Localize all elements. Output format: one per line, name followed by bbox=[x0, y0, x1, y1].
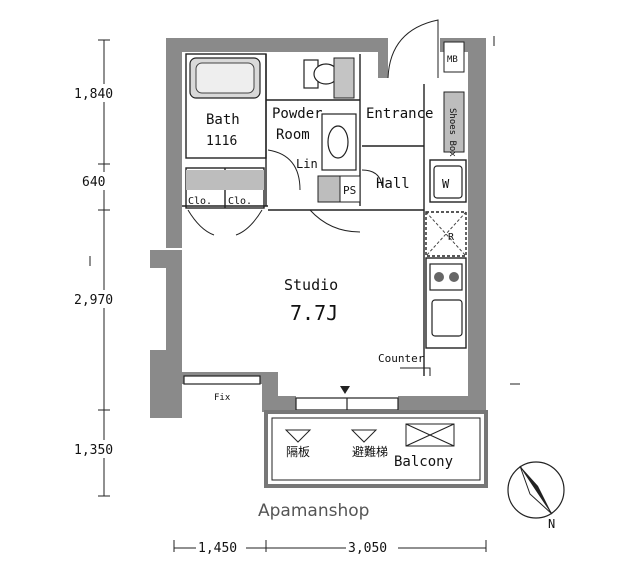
label-powder-room: Room bbox=[276, 127, 310, 143]
wall-bottom-mid bbox=[262, 396, 296, 412]
label-counter: Counter bbox=[378, 352, 425, 365]
closet-door-2 bbox=[235, 209, 263, 236]
dim-bg-6 bbox=[346, 539, 398, 557]
fix-window bbox=[183, 375, 261, 385]
wall-top bbox=[166, 38, 378, 52]
dim-left-3: 2,970 bbox=[74, 293, 113, 308]
label-bath-size: 1116 bbox=[206, 134, 237, 149]
label-ps: PS bbox=[343, 184, 356, 197]
window-marker bbox=[340, 386, 350, 394]
label-studio-size: 7.7J bbox=[290, 301, 338, 325]
label-mb: MB bbox=[447, 55, 458, 65]
compass-needle-light bbox=[519, 465, 553, 515]
washer-space bbox=[429, 159, 467, 203]
wall-left-notch bbox=[150, 250, 182, 268]
balcony-area bbox=[264, 410, 488, 488]
entrance-door bbox=[387, 19, 439, 79]
label-shoes-box: Shoes Box bbox=[447, 108, 457, 157]
washbasin bbox=[321, 113, 357, 171]
compass: N bbox=[507, 461, 565, 531]
kitchen-counter bbox=[425, 257, 467, 349]
dim-bg-1 bbox=[70, 84, 118, 102]
label-washer: W bbox=[442, 177, 450, 191]
stove bbox=[429, 263, 463, 291]
toilet-shelf bbox=[333, 57, 355, 99]
hall-door bbox=[309, 209, 361, 233]
label-powder: Powder bbox=[272, 106, 323, 122]
dim-left-4: 1,350 bbox=[74, 443, 113, 458]
partition-mark-1 bbox=[284, 429, 312, 443]
label-entrance: Entrance bbox=[366, 106, 433, 122]
ps-box bbox=[339, 175, 361, 203]
doors bbox=[187, 19, 439, 236]
label-hatch-2: 避難梯 bbox=[352, 444, 388, 459]
toilet bbox=[303, 57, 355, 99]
burner-right bbox=[449, 272, 459, 282]
evac-hatch-x2 bbox=[405, 423, 455, 447]
label-closet-2: Clo. bbox=[228, 196, 252, 207]
label-bath: Bath bbox=[206, 112, 240, 128]
label-balcony: Balcony bbox=[394, 454, 453, 470]
bathtub-inner bbox=[195, 62, 255, 94]
wall-bottom-right bbox=[398, 396, 486, 410]
hall-door-2 bbox=[361, 169, 383, 187]
dim-bottom-1: 1,450 bbox=[198, 541, 237, 556]
dim-bg-2 bbox=[80, 172, 110, 190]
label-closet-1: Clo. bbox=[188, 196, 212, 207]
closet-shelves bbox=[186, 170, 264, 190]
closet-door-1 bbox=[187, 209, 215, 236]
balcony-inner bbox=[271, 417, 481, 481]
washbasin-bowl bbox=[327, 125, 349, 159]
watermark: Apamanshop bbox=[258, 501, 369, 521]
label-fix: Fix bbox=[214, 393, 231, 403]
label-refrigerator: R bbox=[448, 232, 455, 243]
shoes-box bbox=[443, 91, 465, 153]
bathtub bbox=[189, 57, 261, 99]
wall-right bbox=[468, 38, 486, 396]
dim-left-1: 1,840 bbox=[74, 87, 113, 102]
closet-shelf bbox=[186, 170, 264, 190]
fridge-x bbox=[425, 211, 467, 257]
washer bbox=[433, 165, 463, 199]
label-hatch-1: 隔板 bbox=[286, 445, 310, 459]
dim-bg-3 bbox=[70, 290, 118, 308]
bath-door bbox=[267, 149, 301, 191]
kitchen-sink bbox=[431, 299, 463, 337]
compass-north-label: N bbox=[548, 517, 555, 531]
counter-leader bbox=[400, 367, 431, 376]
wall-top-step bbox=[378, 38, 388, 78]
partitions bbox=[182, 53, 467, 376]
wall-left-mid bbox=[166, 268, 182, 350]
mb-box bbox=[443, 41, 465, 73]
windows bbox=[183, 375, 399, 411]
label-hall: Hall bbox=[376, 176, 410, 192]
dim-bg-4 bbox=[70, 440, 118, 458]
dim-bottom-2: 3,050 bbox=[348, 541, 387, 556]
linen-box bbox=[317, 175, 341, 203]
dim-bg-5 bbox=[196, 539, 246, 557]
burner-left bbox=[434, 272, 444, 282]
fridge-space bbox=[425, 211, 467, 257]
linen-ps bbox=[317, 175, 361, 203]
partition-mark-2 bbox=[350, 429, 378, 443]
wall-left-upper bbox=[166, 38, 182, 248]
dim-left-2: 640 bbox=[82, 175, 105, 190]
label-studio: Studio bbox=[284, 276, 338, 294]
label-linen: Lin bbox=[296, 157, 318, 171]
